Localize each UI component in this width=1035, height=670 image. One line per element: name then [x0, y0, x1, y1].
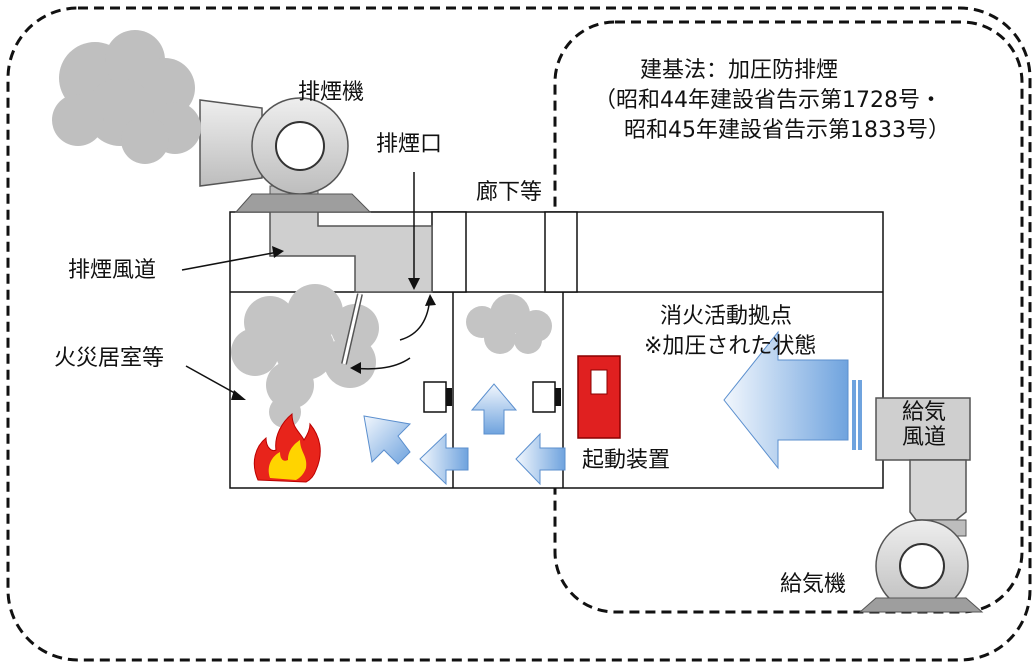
label-supply-duct-line1: 給気 — [901, 400, 946, 425]
label-exhaust-fan: 排煙機 — [298, 80, 365, 105]
leader-exhaust-duct — [181, 251, 279, 271]
airflow-arrow-corridor — [515, 432, 566, 486]
exhaust-duct — [269, 211, 433, 293]
label-supply-duct: 給気 風道 — [884, 400, 964, 451]
label-fire-room: 火災居室等 — [54, 346, 165, 371]
fire-room-smoke — [231, 284, 379, 428]
activation-device-icon — [577, 355, 621, 439]
airflow-arrow-up — [470, 383, 518, 435]
label-supply-duct-line2: 風道 — [901, 425, 946, 451]
airflow-arrow-diagonal — [363, 415, 412, 465]
supply-fan — [858, 519, 984, 613]
region-title-line2: （昭和44年建設省告示第1728号・ — [594, 88, 942, 113]
door-fire-room — [423, 381, 447, 413]
ceiling-shaft-1 — [431, 211, 467, 293]
corridor-smoke — [466, 294, 552, 354]
exhaust-fan — [199, 97, 372, 213]
label-corridor: 廊下等 — [476, 180, 543, 205]
label-activation-device: 起動装置 — [582, 448, 671, 473]
region-title-line1: 建基法：加圧防排煙 — [640, 58, 839, 83]
label-fire-base-line1: 消火活動拠点 — [660, 304, 793, 329]
region-title-line3: 昭和45年建設省告示第1833号） — [624, 118, 950, 143]
exhaust-smoke-cloud — [52, 30, 201, 164]
ceiling-shaft-2 — [544, 211, 578, 293]
leader-fire-room — [185, 365, 241, 397]
airflow-arrow-fire-room — [419, 432, 469, 486]
label-supply-fan: 給気機 — [780, 572, 847, 597]
label-exhaust-outlet: 排煙口 — [376, 132, 443, 157]
door-corridor — [532, 381, 556, 413]
fire-icon — [253, 412, 321, 483]
airflow-arrows — [363, 330, 862, 486]
label-fire-base-line2: ※加圧された状態 — [644, 334, 817, 359]
outer-boundary — [6, 6, 1032, 662]
airflow-arrow-large — [723, 330, 849, 470]
label-exhaust-duct: 排煙風道 — [68, 258, 157, 283]
supply-air-duct — [875, 397, 971, 521]
